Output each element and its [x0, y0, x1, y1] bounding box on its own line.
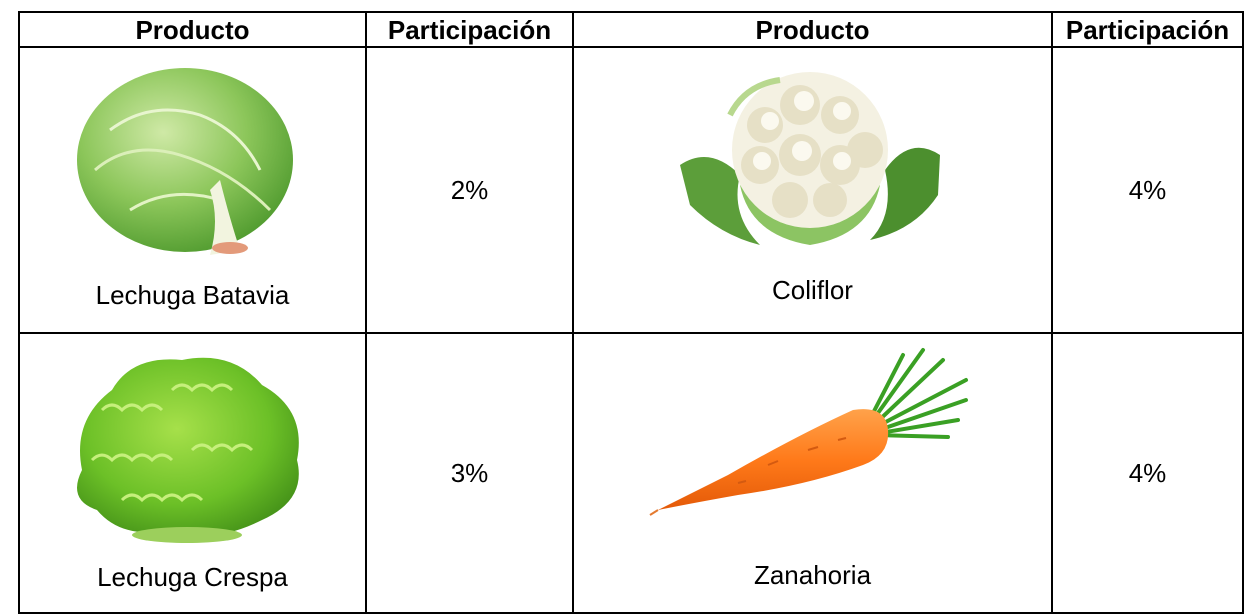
share-value: 3%	[450, 457, 489, 488]
carrot-image	[649, 348, 968, 516]
header-producto-1: Producto	[135, 14, 250, 45]
product-label: Lechuga Crespa	[97, 562, 288, 592]
header-divider	[18, 46, 1244, 48]
product-label: Zanahoria	[753, 560, 872, 590]
share-value: 4%	[1128, 174, 1167, 205]
header-producto-2: Producto	[755, 14, 870, 45]
cauliflower-image	[680, 72, 940, 245]
table-border-bottom	[18, 612, 1244, 614]
curly-lettuce-image	[77, 357, 299, 543]
column-divider-2	[365, 11, 367, 614]
share-value: 2%	[450, 174, 489, 205]
column-divider-1	[18, 11, 20, 614]
column-divider-5	[1242, 11, 1244, 614]
header-participacion-2: Participación	[1065, 14, 1230, 45]
iceberg-lettuce-image	[77, 68, 293, 255]
product-label: Coliflor	[772, 275, 853, 305]
share-value: 4%	[1128, 457, 1167, 488]
table-border-top	[18, 11, 1244, 13]
column-divider-4	[1051, 11, 1053, 614]
header-participacion-1: Participación	[387, 14, 552, 45]
row-divider	[18, 332, 1244, 334]
product-label: Lechuga Batavia	[95, 280, 290, 310]
column-divider-3	[572, 11, 574, 614]
